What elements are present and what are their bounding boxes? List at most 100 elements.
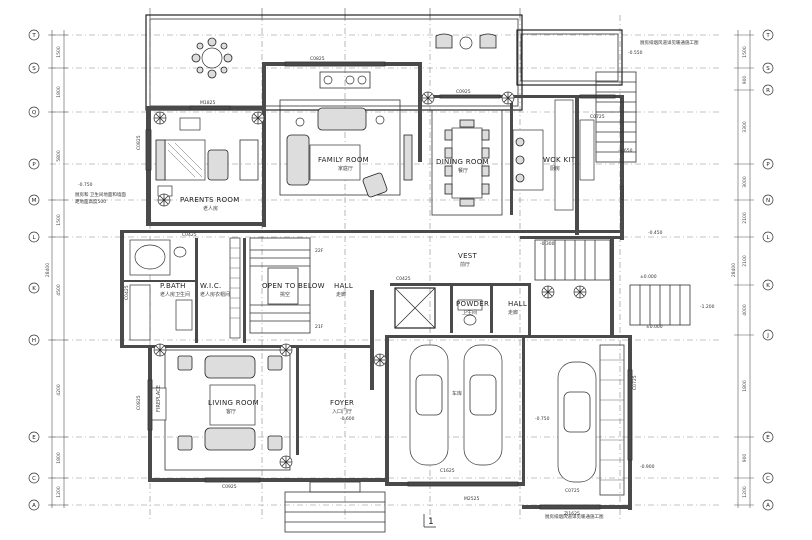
plant-icon xyxy=(153,343,167,357)
dining-room-sub: 餐厅 xyxy=(458,167,468,174)
axis-bubble-left-M: M xyxy=(28,194,40,206)
open-below-label: OPEN TO BELOW xyxy=(262,282,325,290)
window-markers xyxy=(145,61,633,510)
dining-table xyxy=(431,109,503,216)
dim-right-2: 900 xyxy=(742,76,748,85)
level-mark-3: -0.600 xyxy=(340,416,355,422)
svg-text:A: A xyxy=(766,503,770,509)
vest-sub: 前厅 xyxy=(460,261,470,268)
opening-code: C0725 xyxy=(565,488,580,494)
dim-right-10: 1200 xyxy=(742,486,748,498)
plant-icons xyxy=(153,91,587,469)
dim-left-1: 1500 xyxy=(56,46,62,58)
dim-left-8: 1200 xyxy=(56,486,62,498)
car-1 xyxy=(409,344,449,466)
svg-text:P: P xyxy=(766,162,770,168)
axis-bubble-left-L: L xyxy=(28,231,40,243)
plant-icon xyxy=(251,111,265,125)
axis-bubble-left-P: P xyxy=(28,158,40,170)
hall-upper-label: HALL xyxy=(334,282,353,290)
axis-bubble-right-J: J xyxy=(762,329,774,341)
wic-sub: 老人房衣帽间 xyxy=(200,291,230,298)
level-mark-2: ±0.000 xyxy=(640,274,657,280)
parents-room-sub: 老人房 xyxy=(203,205,218,212)
powder-label: POWDER xyxy=(456,300,489,308)
dim-left-4: 1500 xyxy=(56,214,62,226)
level-mark-1: -0.750 xyxy=(78,182,93,188)
kitchen-counters xyxy=(512,99,595,211)
top-axis-ticks xyxy=(149,8,521,18)
opening-code: C0725 xyxy=(620,185,626,200)
axis-bubble-right-R: R xyxy=(762,84,774,96)
opening-code: C1625 xyxy=(440,468,455,474)
room-labels: PARENTS ROOM 老人房 FAMILY ROOM 家庭厅 DINING … xyxy=(160,156,575,415)
opening-code: M1825 xyxy=(200,100,215,106)
level-mark-5: -0.300 xyxy=(540,241,555,247)
level-mark-7: -1.200 xyxy=(700,304,715,310)
svg-text:E: E xyxy=(32,435,36,441)
opening-code: ZJ1625 xyxy=(564,511,580,517)
p-bath-sub: 老人房卫生间 xyxy=(160,291,190,298)
opening-code: C0725 xyxy=(632,375,638,390)
family-room-sub: 家庭厅 xyxy=(338,165,353,172)
stair-up-label: 22F xyxy=(315,248,324,254)
level-mark-10: -0.550 xyxy=(628,50,643,56)
garage-cars xyxy=(409,344,625,496)
dim-right-4: 3000 xyxy=(742,176,748,188)
axis-bubble-left-H: H xyxy=(28,334,40,346)
level-mark-8: -0.450 xyxy=(648,230,663,236)
dim-right-8: 1800 xyxy=(742,380,748,392)
walls xyxy=(120,62,632,510)
axis-bubble-right-S: S xyxy=(762,62,774,74)
svg-text:T: T xyxy=(765,33,770,39)
car-3 xyxy=(557,361,597,483)
svg-text:J: J xyxy=(766,333,769,339)
plant-icon xyxy=(373,353,387,367)
dim-left-3: 5800 xyxy=(56,150,62,162)
axis-bubble-right-K: K xyxy=(762,279,774,291)
svg-text:T: T xyxy=(31,33,36,39)
axis-bubble-right-L: L xyxy=(762,231,774,243)
svg-text:Q: Q xyxy=(32,110,37,116)
parents-room-label: PARENTS ROOM xyxy=(180,196,240,204)
note-2: 距地面高度500 xyxy=(75,198,106,205)
exterior-stair-right xyxy=(595,71,637,163)
hall-lower-label: HALL xyxy=(508,300,527,308)
left-dimension-column: 1500 1800 5800 1500 4500 4200 1800 1200 … xyxy=(28,29,68,511)
fireplace-label: FIREPLACE xyxy=(156,385,162,412)
vest-label: VEST xyxy=(458,252,478,260)
opening-code: C0825 xyxy=(136,135,142,150)
garage-sub: 车库 xyxy=(452,390,462,397)
dining-room-label: DINING ROOM xyxy=(436,158,489,166)
right-dimension-column: 1500 900 3300 3000 2100 2100 4000 1800 9… xyxy=(731,29,774,511)
note-4: 厨房排烟风道详见暖通施工图 xyxy=(640,39,699,46)
axis-bubble-right-P: P xyxy=(762,158,774,170)
living-room-furniture: FIREPLACE xyxy=(151,349,291,471)
foyer-sub: 入口门厅 xyxy=(332,408,352,415)
dim-left-2: 1800 xyxy=(56,86,62,98)
powder-sub: 卫生间 xyxy=(462,309,477,316)
dim-right-3: 3300 xyxy=(742,121,748,133)
dim-right-total: 28400 xyxy=(731,263,737,277)
page-mark: 1 xyxy=(428,517,434,527)
terrace-dining-set xyxy=(191,37,233,79)
living-room-label: LIVING ROOM xyxy=(208,399,259,407)
family-room-furniture xyxy=(279,71,413,198)
opening-code: C0825 xyxy=(136,395,142,410)
plant-icon xyxy=(279,455,293,469)
svg-text:R: R xyxy=(766,88,770,94)
entrance-steps xyxy=(284,481,386,533)
svg-text:K: K xyxy=(766,283,770,289)
wok-kit-sub: 厨房 xyxy=(550,165,560,172)
car-2 xyxy=(463,344,503,466)
opening-code: M2525 xyxy=(464,496,479,502)
axis-bubble-left-T: T xyxy=(28,29,40,41)
svg-text:E: E xyxy=(766,435,770,441)
opening-code: C0425 xyxy=(396,276,411,282)
wic-label: W.I.C. xyxy=(200,282,222,290)
dim-right-7: 4000 xyxy=(742,304,748,316)
plant-icon xyxy=(573,285,587,299)
axis-bubble-right-E: E xyxy=(762,431,774,443)
terrace-lounge-set xyxy=(435,33,497,50)
